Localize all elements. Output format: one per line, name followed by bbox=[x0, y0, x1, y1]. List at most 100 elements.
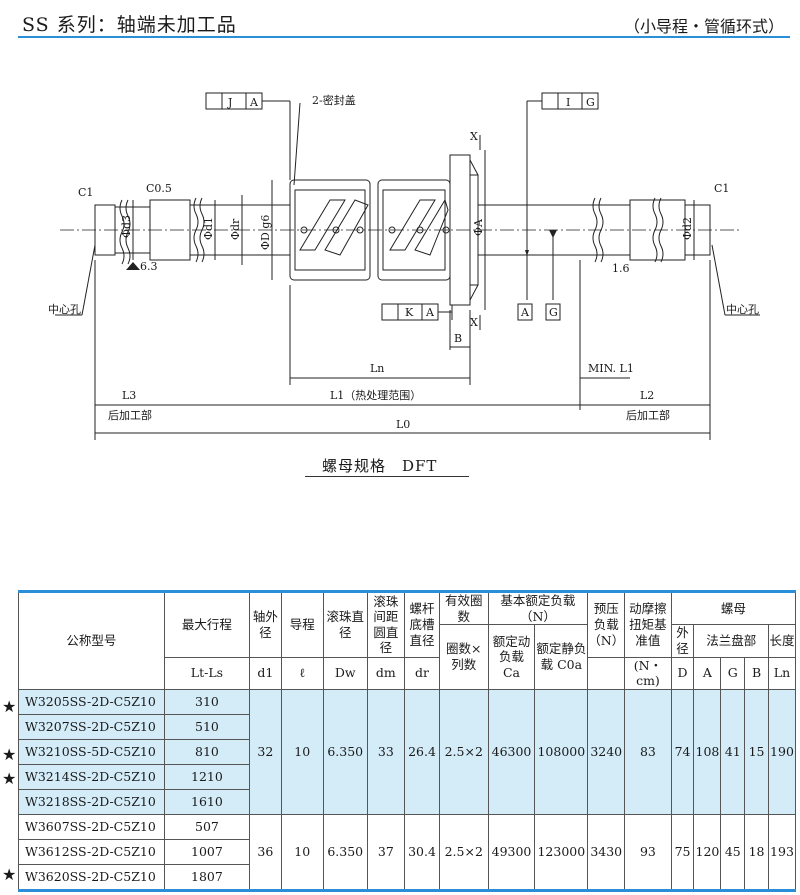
c05-label: C0.5 bbox=[146, 182, 172, 195]
datum-a-label: A bbox=[520, 306, 530, 319]
g2-torque: 93 bbox=[624, 813, 672, 891]
datum-g-label: G bbox=[549, 306, 558, 319]
table-row-stroke: 1610 bbox=[163, 788, 251, 815]
star-marker: ★ bbox=[2, 697, 17, 716]
phi-d2-label: Φd2 bbox=[681, 217, 694, 240]
table-row-stroke: 1210 bbox=[163, 763, 251, 790]
g2-turns: 2.5×2 bbox=[438, 813, 489, 891]
hdr-ball-dia: 滚珠直径 bbox=[322, 591, 368, 658]
l0-dim-label: L0 bbox=[396, 418, 410, 431]
hdr-flange: 法兰盘部 bbox=[693, 624, 769, 658]
g1-Ln: 190 bbox=[767, 688, 797, 815]
table-row-stroke: 1807 bbox=[163, 863, 251, 891]
l2-dim-label: L2 bbox=[640, 389, 654, 402]
g2-lead: 10 bbox=[280, 813, 324, 891]
g1-turns: 2.5×2 bbox=[438, 688, 489, 815]
unit-Ln: Ln bbox=[767, 656, 797, 690]
tol-j-label: J bbox=[227, 96, 232, 109]
tol-g1-label: G bbox=[586, 96, 595, 109]
star-marker: ★ bbox=[2, 745, 17, 764]
table-row-model: W3214SS-2D-C5Z10 bbox=[18, 763, 165, 790]
g1-A: 108 bbox=[693, 688, 722, 815]
table-row-stroke: 507 bbox=[163, 813, 251, 840]
phi-dr-label: Φdr bbox=[229, 218, 242, 240]
phi-d1-label: Φd1 bbox=[202, 217, 215, 240]
tol-k-label: K bbox=[405, 306, 414, 319]
c1-right-label: C1 bbox=[714, 182, 729, 195]
hdr-model: 公称型号 bbox=[18, 591, 165, 690]
phi-d0g6-label: ΦD g6 bbox=[259, 215, 272, 250]
hdr-root-dia: 螺杆底槽直径 bbox=[404, 591, 440, 658]
star-marker: ★ bbox=[2, 769, 17, 788]
unit-lead: ℓ bbox=[280, 656, 324, 690]
hdr-nut-od: 外径 bbox=[670, 624, 695, 658]
phi-a-label: ΦA bbox=[472, 218, 485, 236]
table-row-stroke: 810 bbox=[163, 738, 251, 765]
unit-A: A bbox=[693, 656, 722, 690]
hdr-max-stroke: 最大行程 bbox=[163, 591, 251, 658]
phi-d3-label: Φd3 bbox=[120, 215, 133, 238]
g1-B: 15 bbox=[744, 688, 769, 815]
ln-dim-label: Ln bbox=[370, 362, 384, 375]
g1-G: 41 bbox=[720, 688, 746, 815]
g2-dr: 30.4 bbox=[404, 813, 440, 891]
l1-dim-label: L1（热处理范围） bbox=[330, 388, 421, 402]
g1-lead: 10 bbox=[280, 688, 324, 815]
page-title: SS 系列：轴端未加工品 bbox=[22, 14, 237, 36]
g2-preload: 3430 bbox=[587, 813, 626, 891]
g2-ca: 49300 bbox=[487, 813, 536, 891]
post-left-label: 后加工部 bbox=[108, 408, 152, 422]
hdr-lead: 导程 bbox=[280, 591, 324, 658]
table-row-model: W3612SS-2D-C5Z10 bbox=[18, 838, 165, 865]
hdr-torque: 动摩擦扭矩基准值 bbox=[624, 591, 672, 658]
table-row-model: W3210SS-5D-C5Z10 bbox=[18, 738, 165, 765]
table-row-stroke: 510 bbox=[163, 713, 251, 740]
drawing-caption: 螺母规格 DFT bbox=[322, 457, 438, 475]
table-row-model: W3620SS-2D-C5Z10 bbox=[18, 863, 165, 891]
b-dim-label: B bbox=[454, 332, 462, 345]
min-l1-label: MIN. L1 bbox=[588, 362, 634, 375]
tol-i-label: I bbox=[566, 96, 570, 109]
hdr-stat: 额定静负载 C0a bbox=[534, 624, 589, 690]
unit-dw: Dw bbox=[322, 656, 368, 690]
unit-D: D bbox=[670, 656, 695, 690]
x-bottom-label: X bbox=[470, 316, 478, 329]
post-right-label: 后加工部 bbox=[626, 408, 670, 422]
g1-dw: 6.350 bbox=[322, 688, 368, 815]
table-row-model: W3218SS-2D-C5Z10 bbox=[18, 788, 165, 815]
hdr-turns-sub: 圈数×列数 bbox=[438, 624, 489, 690]
tol-a1-label: A bbox=[249, 96, 259, 109]
g2-Ln: 193 bbox=[767, 813, 797, 891]
unit-preload bbox=[587, 656, 626, 690]
g1-c0a: 108000 bbox=[534, 688, 589, 815]
g2-dw: 6.350 bbox=[322, 813, 368, 891]
g2-A: 120 bbox=[693, 813, 722, 891]
hdr-length: 长度 bbox=[767, 624, 797, 658]
hdr-nut: 螺母 bbox=[670, 590, 797, 626]
star-marker: ★ bbox=[2, 865, 17, 884]
table-row-stroke: 1007 bbox=[163, 838, 251, 865]
g1-d1: 32 bbox=[249, 688, 282, 815]
unit-G: G bbox=[720, 656, 746, 690]
unit-B: B bbox=[744, 656, 769, 690]
g2-c0a: 123000 bbox=[534, 813, 589, 891]
center-hole-left-label: 中心孔 bbox=[48, 303, 81, 316]
unit-d1: d1 bbox=[249, 656, 282, 690]
rough-16-label: 1.6 bbox=[612, 262, 630, 275]
unit-dr: dr bbox=[404, 656, 440, 690]
table-row-stroke: 310 bbox=[163, 688, 251, 715]
g1-preload: 3240 bbox=[587, 688, 626, 815]
technical-drawing: J A 2-密封盖 I G C1 C0.5 C1 Φd3 Φd1 Φdr ΦD … bbox=[48, 92, 760, 440]
unit-dm: dm bbox=[366, 656, 406, 690]
tol-a2-label: A bbox=[425, 306, 435, 319]
g1-dr: 26.4 bbox=[404, 688, 440, 815]
g1-torque: 83 bbox=[624, 688, 672, 815]
hdr-dyn: 额定动负载 Ca bbox=[487, 624, 536, 690]
hdr-shaft-od: 轴外径 bbox=[249, 591, 282, 658]
g2-B: 18 bbox=[744, 813, 769, 891]
table-row-model: W3607SS-2D-C5Z10 bbox=[18, 813, 165, 840]
g1-D: 74 bbox=[670, 688, 695, 815]
g2-D: 75 bbox=[670, 813, 695, 891]
x-top-label: X bbox=[470, 130, 478, 143]
g2-G: 45 bbox=[720, 813, 746, 891]
